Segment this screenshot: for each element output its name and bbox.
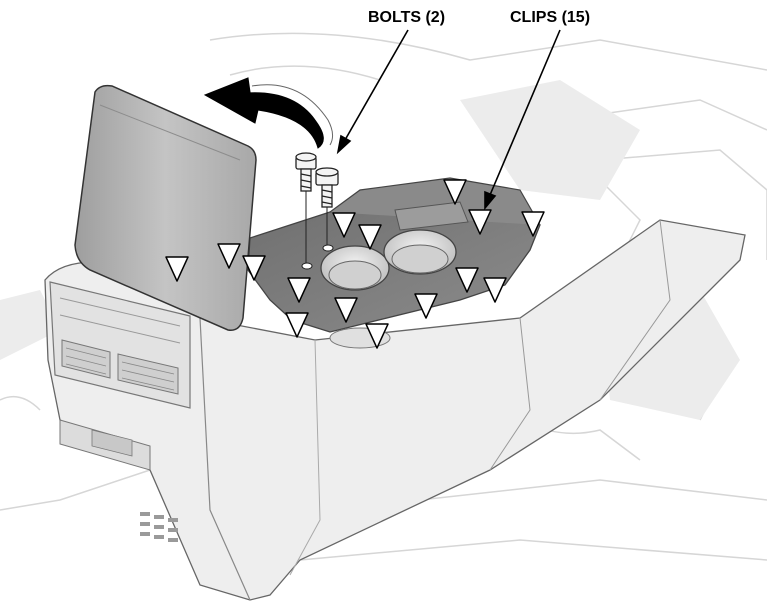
clip-triangle-icon (334, 297, 358, 323)
clip-triangle-icon (521, 211, 545, 237)
clip-triangle-icon (165, 256, 189, 282)
clip-triangle-icon (443, 179, 467, 205)
clip-triangle-icon (468, 209, 492, 235)
clip-triangle-icon (217, 243, 241, 269)
callout-leaders (336, 29, 561, 211)
center-console-body (44, 219, 746, 601)
bolt-install-lines (301, 191, 334, 270)
bolts-callout-label: BOLTS (2) (368, 9, 445, 26)
bolt-icon (315, 167, 339, 208)
armrest-lid (74, 84, 257, 331)
clip-triangle-icon (414, 293, 438, 319)
curved-arrow-icon (203, 77, 334, 149)
clip-triangle-icon (358, 224, 382, 250)
cup-holders (320, 229, 457, 349)
clip-triangle-icon (455, 267, 479, 293)
clip-markers (165, 179, 545, 349)
clip-triangle-icon (483, 277, 507, 303)
clip-triangle-icon (287, 277, 311, 303)
bolt-icon (295, 152, 317, 192)
clip-triangle-icon (285, 312, 309, 338)
clip-triangle-icon (332, 212, 356, 238)
clip-triangle-icon (365, 323, 389, 349)
clip-triangle-icon (242, 255, 266, 281)
vent-grille (140, 512, 178, 542)
clips-callout-label: CLIPS (15) (510, 9, 590, 26)
